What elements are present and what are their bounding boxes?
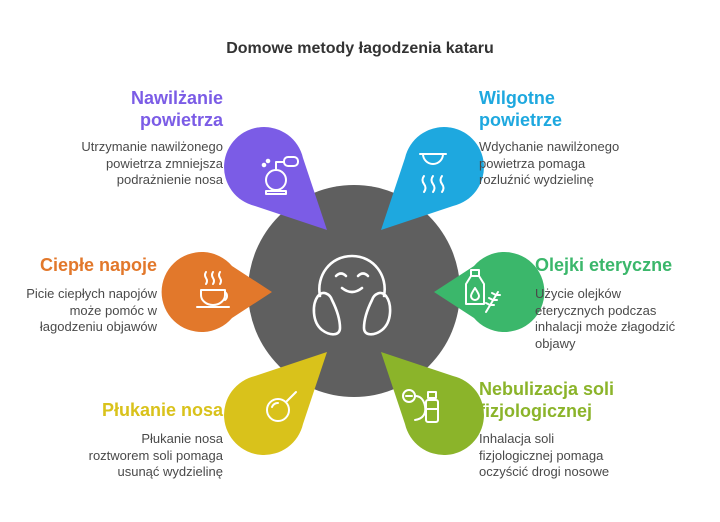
petal-nebulizacja (381, 352, 484, 455)
humidifier-icon (261, 156, 299, 195)
oil-bottle-icon (465, 269, 501, 313)
label-olejki: Olejki eteryczne (535, 255, 673, 275)
petal-nawilzanie (224, 127, 327, 230)
steam-bowl-icon (419, 153, 447, 193)
nebulizer-icon (402, 389, 439, 423)
petal-napoje (161, 252, 272, 333)
label-napoje: Ciepłe napoje (39, 255, 157, 275)
petal-olejki (434, 252, 545, 332)
nasal-bulb-icon (266, 391, 297, 422)
hot-cup-icon (196, 271, 230, 308)
label-plukanie: Płukanie nosa (101, 400, 223, 420)
diagram-title: Domowe metody łagodzenia kataru (226, 40, 494, 57)
smiling-face-icon (312, 254, 392, 336)
